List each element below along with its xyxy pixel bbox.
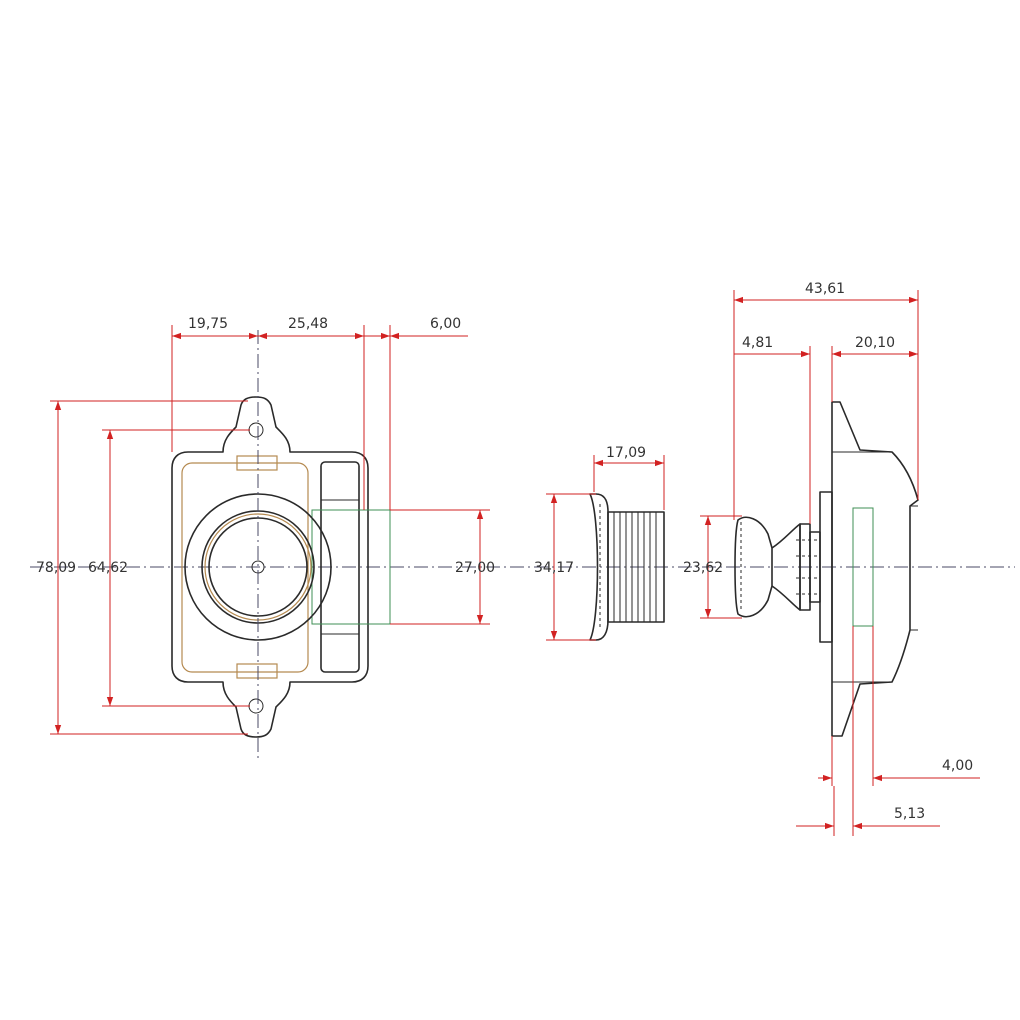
label-outer-height: 78,09 [36,560,76,576]
label-tab-width: 6,00 [430,316,461,332]
label-side-total: 43,61 [805,281,845,297]
front-dimensions: 19,75 25,48 6,00 78,09 64,62 27,00 [36,316,495,735]
inner-housing [181,462,309,673]
screw-hole-bottom [248,698,264,714]
label-flange-depth: 5,13 [894,806,925,822]
label-shaft-height: 27,00 [455,560,495,576]
side-dimensions: 43,61 4,81 20,10 23,62 4,00 5,13 [683,281,980,836]
latch-bolt [311,509,391,625]
label-inner-height: 64,62 [88,560,128,576]
label-nut-width: 17,09 [606,445,646,461]
nut-dimensions: 17,09 34,17 [534,445,665,641]
side-latch [852,507,874,627]
label-side-body: 20,10 [855,335,895,351]
label-nut-height: 34,17 [534,560,574,576]
label-flange-gap: 4,00 [942,758,973,774]
nut-flange [589,493,609,641]
label-top-width: 19,75 [188,316,228,332]
side-body-outline [831,401,919,737]
lock-body-outline [171,396,369,738]
top-clip [236,455,278,471]
nut-threads [613,512,657,622]
screw-hole-top [248,422,264,438]
nut-threaded-body [607,511,665,623]
label-mid-width: 25,48 [288,316,328,332]
side-view [734,401,919,737]
nut-view [589,493,665,641]
right-tab [320,461,360,673]
label-knob-diameter: 23,62 [683,560,723,576]
label-side-knob: 4,81 [742,335,773,351]
bottom-clip [236,663,278,679]
front-view [171,330,391,760]
knob-head [734,516,773,618]
